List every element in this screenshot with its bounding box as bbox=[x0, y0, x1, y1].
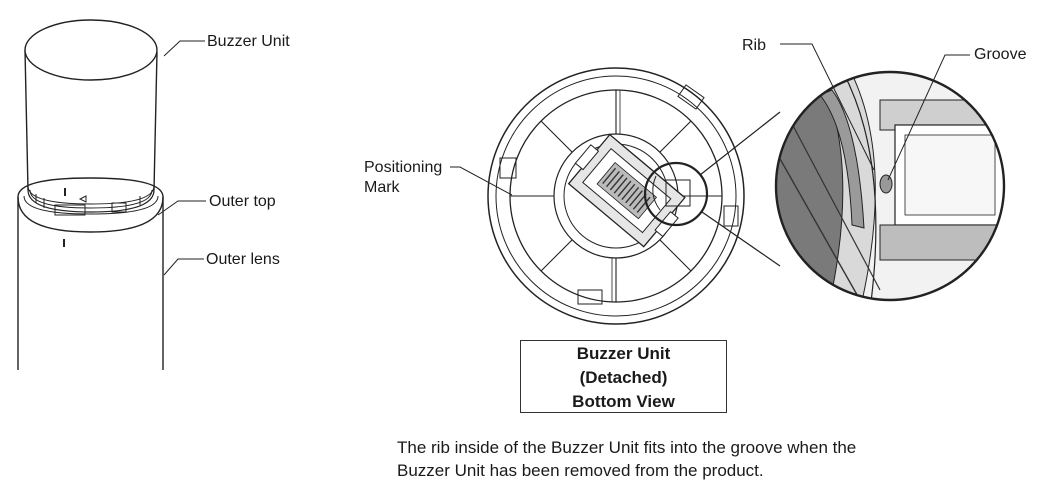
caption-line-3: Bottom View bbox=[572, 392, 675, 411]
buzzer-unit-cylinder bbox=[24, 49, 158, 191]
label-outer-lens: Outer lens bbox=[206, 251, 280, 268]
magnifier-connectors bbox=[699, 111, 781, 267]
label-positioning-mark-line1: Positioning bbox=[364, 159, 443, 176]
label-buzzer-unit: Buzzer Unit bbox=[207, 33, 290, 50]
bottom-view-figure bbox=[487, 67, 745, 325]
outer-top-band bbox=[17, 177, 164, 198]
groove-dot bbox=[879, 174, 893, 194]
magnifier-circle bbox=[643, 161, 709, 227]
note-line-2: Buzzer Unit has been removed from the pr… bbox=[397, 461, 764, 480]
caption-line-1: Buzzer Unit bbox=[576, 344, 671, 363]
buzzer-unit-top bbox=[24, 19, 158, 81]
explanatory-note: The rib inside of the Buzzer Unit fits i… bbox=[397, 436, 1017, 482]
label-groove: Groove bbox=[974, 46, 1027, 63]
note-line-1: The rib inside of the Buzzer Unit fits i… bbox=[397, 438, 857, 457]
positioning-mark-leader bbox=[450, 166, 513, 196]
outer-lens-top-rim bbox=[17, 196, 164, 233]
detail-leader-lines bbox=[780, 43, 970, 181]
label-rib: Rib bbox=[742, 37, 767, 54]
outer-top-window bbox=[54, 204, 86, 216]
outer-lens-body bbox=[17, 197, 164, 370]
label-outer-top: Outer top bbox=[209, 193, 276, 210]
left-leader-lines bbox=[157, 40, 206, 276]
caption-line-2: (Detached) bbox=[579, 368, 668, 387]
bottom-view-caption: Buzzer Unit (Detached) Bottom View bbox=[520, 340, 727, 413]
buzzer-tower-figure bbox=[17, 19, 164, 370]
detail-view-figure bbox=[774, 70, 1006, 302]
label-positioning-mark-line2: Mark bbox=[364, 179, 400, 196]
